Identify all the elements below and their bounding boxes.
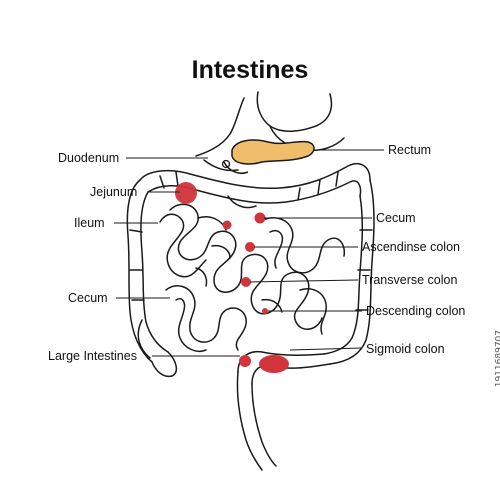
label-ileum: Ileum xyxy=(74,216,105,230)
label-jejunum: Jejunum xyxy=(90,185,138,199)
leader-sigmoid xyxy=(289,347,363,351)
label-rectum: Rectum xyxy=(388,143,432,157)
label-ascending-colon: Ascendinse colon xyxy=(362,240,460,254)
marker-sigmoid xyxy=(259,355,289,373)
descending-colon-outline xyxy=(329,179,375,365)
pancreas-shape xyxy=(231,139,315,165)
marker-cecum-right xyxy=(254,212,266,224)
label-large-intestines: Large Intestines xyxy=(48,349,137,363)
label-sigmoid-colon: Sigmoid colon xyxy=(366,342,445,356)
marker-descending xyxy=(262,308,268,314)
label-cecum-right: Cecum xyxy=(376,211,416,225)
label-cecum-left: Cecum xyxy=(68,291,108,305)
marker-transverse xyxy=(241,277,251,287)
marker-large-intestines xyxy=(239,355,251,367)
rectum-outline xyxy=(236,371,263,471)
label-transverse-colon: Transverse colon xyxy=(362,273,458,287)
label-duodenum: Duodenum xyxy=(58,151,120,165)
stomach-outline xyxy=(256,91,333,132)
marker-jejunum xyxy=(175,182,197,204)
marker-ileum xyxy=(222,220,232,230)
ascending-colon-outline xyxy=(126,179,153,363)
label-descending-colon: Desсending colon xyxy=(366,304,466,318)
leader-transverse xyxy=(249,279,359,283)
transverse-colon-outline xyxy=(139,162,371,190)
stock-watermark-id: 1911689707 xyxy=(494,330,500,388)
small-intestine-loops xyxy=(169,203,323,330)
marker-ascending xyxy=(245,242,255,252)
diagram-title: Intestines xyxy=(191,56,309,84)
